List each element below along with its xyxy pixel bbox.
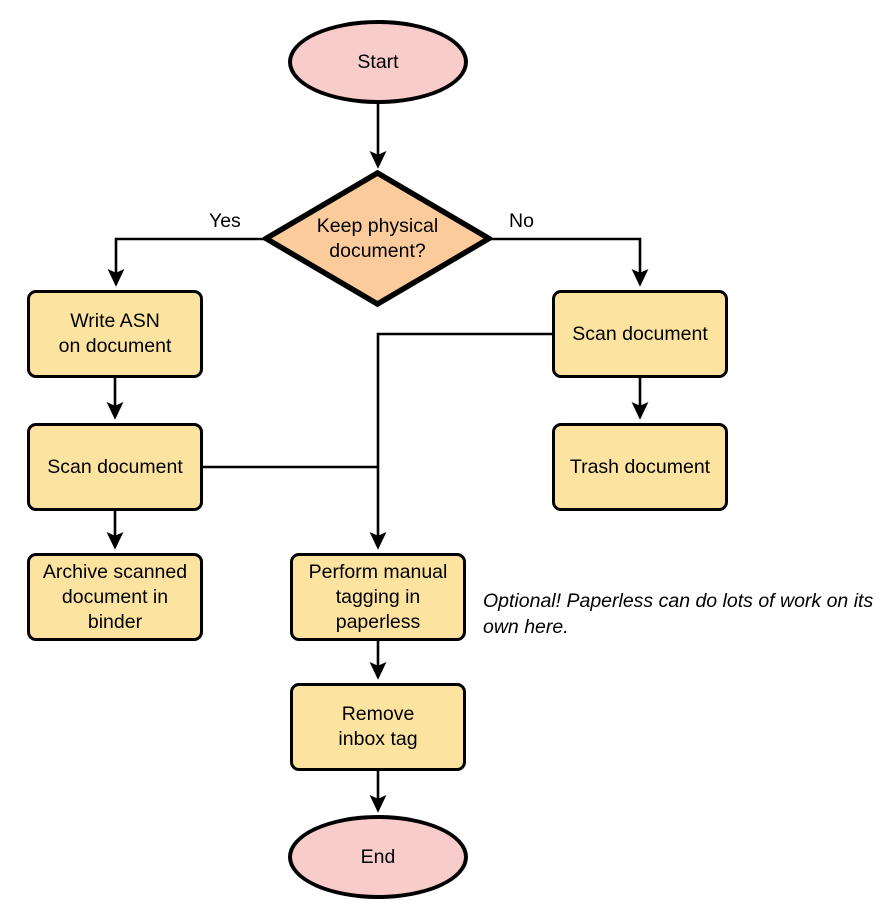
node-keep-physical-document-label: Keep physical document? xyxy=(316,214,439,262)
edge-scan-right-to-manual-tagging xyxy=(369,332,552,550)
node-scan-document-right-label: Scan document xyxy=(572,322,708,345)
node-keep-physical-document[interactable]: Keep physical document? xyxy=(263,170,492,307)
node-start-label: Start xyxy=(357,50,399,73)
node-write-asn-on-document-label: Write ASN on document xyxy=(58,310,172,357)
annotation-optional-note: Optional! Paperless can do lots of work … xyxy=(483,590,874,638)
node-remove-inbox-tag[interactable]: Remove inbox tag xyxy=(290,683,466,771)
node-remove-inbox-tag-label: Remove inbox tag xyxy=(338,703,418,750)
node-trash-document[interactable]: Trash document xyxy=(552,423,728,511)
diamond-shape xyxy=(263,170,492,307)
node-archive-scanned-document-in-binder-label: Archive scanned document in binder xyxy=(42,560,188,633)
edge-decision-yes-to-write-asn xyxy=(107,237,265,287)
node-scan-document-left-label: Scan document xyxy=(47,455,183,478)
node-perform-manual-tagging-in-paperless[interactable]: Perform manual tagging in paperless xyxy=(290,553,466,641)
node-write-asn-on-document[interactable]: Write ASN on document xyxy=(27,290,203,378)
edge-label-yes: Yes xyxy=(209,210,241,232)
node-end[interactable]: End xyxy=(288,815,468,899)
node-perform-manual-tagging-in-paperless-label: Perform manual tagging in paperless xyxy=(308,560,448,633)
edge-decision-no-to-scan-right xyxy=(490,237,649,287)
node-scan-document-right[interactable]: Scan document xyxy=(552,290,728,378)
node-end-label: End xyxy=(360,845,396,868)
node-archive-scanned-document-in-binder[interactable]: Archive scanned document in binder xyxy=(27,553,203,641)
node-start[interactable]: Start xyxy=(288,20,468,104)
node-scan-document-left[interactable]: Scan document xyxy=(27,423,203,511)
node-trash-document-label: Trash document xyxy=(569,455,711,478)
edge-label-no: No xyxy=(509,210,534,232)
